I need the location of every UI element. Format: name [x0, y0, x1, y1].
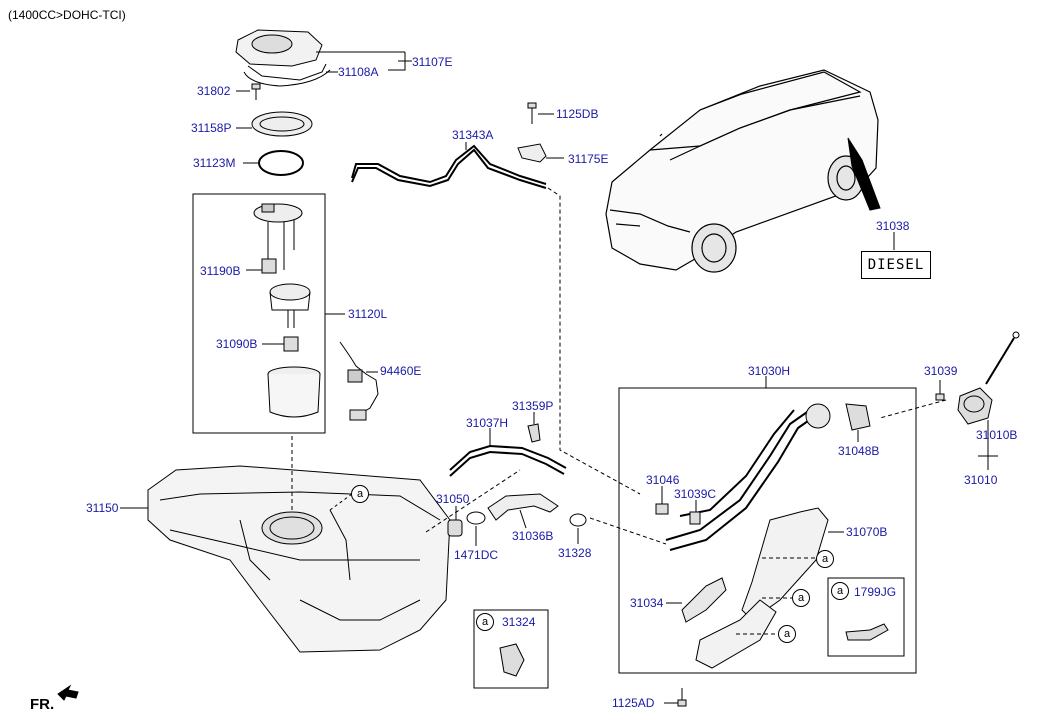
label-31150[interactable]: 31150 [86, 501, 119, 515]
bolt-1125ad [677, 699, 687, 707]
label-31039c[interactable]: 31039C [674, 487, 717, 501]
fuel-tank [147, 465, 451, 653]
inset-31324 [473, 609, 549, 689]
bolt-1125db [527, 102, 537, 124]
label-31802[interactable]: 31802 [197, 84, 231, 98]
bolt-31802 [236, 83, 261, 100]
fuel-cap [957, 387, 993, 425]
front-indicator: FR. [30, 696, 55, 713]
protector-31034 [681, 577, 727, 623]
vapor-hose [351, 144, 547, 189]
inset-1799jg [827, 577, 905, 657]
pump-body [269, 283, 311, 328]
label-31343a[interactable]: 31343A [452, 128, 494, 142]
label-31328[interactable]: 31328 [558, 546, 592, 560]
label-31090b[interactable]: 31090B [216, 337, 258, 351]
diesel-decal: DIESEL [861, 251, 931, 279]
label-31158p[interactable]: 31158P [191, 121, 232, 135]
hose-31050 [447, 519, 463, 537]
callout-a-3: a [778, 625, 796, 643]
cap-tether [985, 337, 1015, 385]
car-illustration [605, 69, 879, 273]
callout-a-inset-31324: a [476, 613, 494, 631]
callout-a-inset-1799jg: a [831, 582, 849, 600]
part-31046 [655, 503, 669, 515]
engine-spec: (1400CC>DOHC-TCI) [8, 8, 126, 22]
callout-a-tank: a [351, 485, 369, 503]
label-1125ad[interactable]: 1125AD [612, 696, 655, 710]
clip-31359p [527, 423, 541, 443]
label-31038[interactable]: 31038 [876, 219, 910, 233]
label-31010[interactable]: 31010 [964, 473, 998, 487]
pump-cover-plate [235, 29, 331, 87]
label-94460e[interactable]: 94460E [380, 364, 422, 378]
fill-hose-31037h [449, 444, 567, 477]
clamp-1471dc [466, 511, 486, 525]
lock-ring [251, 111, 313, 137]
label-1799jg[interactable]: 1799JG [854, 585, 897, 599]
label-31175e[interactable]: 31175E [568, 152, 609, 166]
label-31030h[interactable]: 31030H [748, 364, 791, 378]
fuel-door-pointer [847, 137, 881, 211]
pressure-regulator [261, 258, 277, 274]
label-31046[interactable]: 31046 [646, 473, 680, 487]
label-31190b[interactable]: 31190B [200, 264, 241, 278]
o-ring [258, 150, 304, 176]
label-31070b[interactable]: 31070B [846, 525, 888, 539]
front-arrow-icon [57, 684, 79, 701]
label-31120l[interactable]: 31120L [348, 307, 388, 321]
hose-31036b [487, 493, 559, 521]
label-31050[interactable]: 31050 [436, 492, 470, 506]
callout-a-1: a [816, 550, 834, 568]
label-31107e[interactable]: 31107E [412, 55, 453, 69]
clip-31039c [689, 511, 701, 525]
label-31036b[interactable]: 31036B [512, 529, 554, 543]
bracket-31175e [517, 143, 547, 163]
label-31010b[interactable]: 31010B [976, 428, 1018, 442]
label-31324[interactable]: 31324 [502, 615, 536, 629]
label-31034[interactable]: 31034 [630, 596, 664, 610]
pump-flange [253, 203, 303, 270]
callout-a-2: a [792, 589, 810, 607]
label-31359p[interactable]: 31359P [512, 399, 554, 413]
filler-neck-box [618, 387, 917, 674]
fuel-filter [283, 336, 299, 352]
reservoir-cup [267, 366, 321, 418]
label-31123m[interactable]: 31123M [193, 156, 236, 170]
gasket-31048b [845, 403, 871, 431]
label-1471dc[interactable]: 1471DC [454, 548, 499, 562]
label-1125db[interactable]: 1125DB [556, 107, 599, 121]
label-31108a[interactable]: 31108A [338, 65, 379, 79]
label-31048b[interactable]: 31048B [838, 444, 880, 458]
label-31037h[interactable]: 31037H [466, 416, 509, 430]
bracket-31070b [741, 507, 829, 621]
clamp-31328 [569, 513, 587, 527]
label-31039[interactable]: 31039 [924, 364, 958, 378]
fuel-sender [339, 341, 379, 421]
